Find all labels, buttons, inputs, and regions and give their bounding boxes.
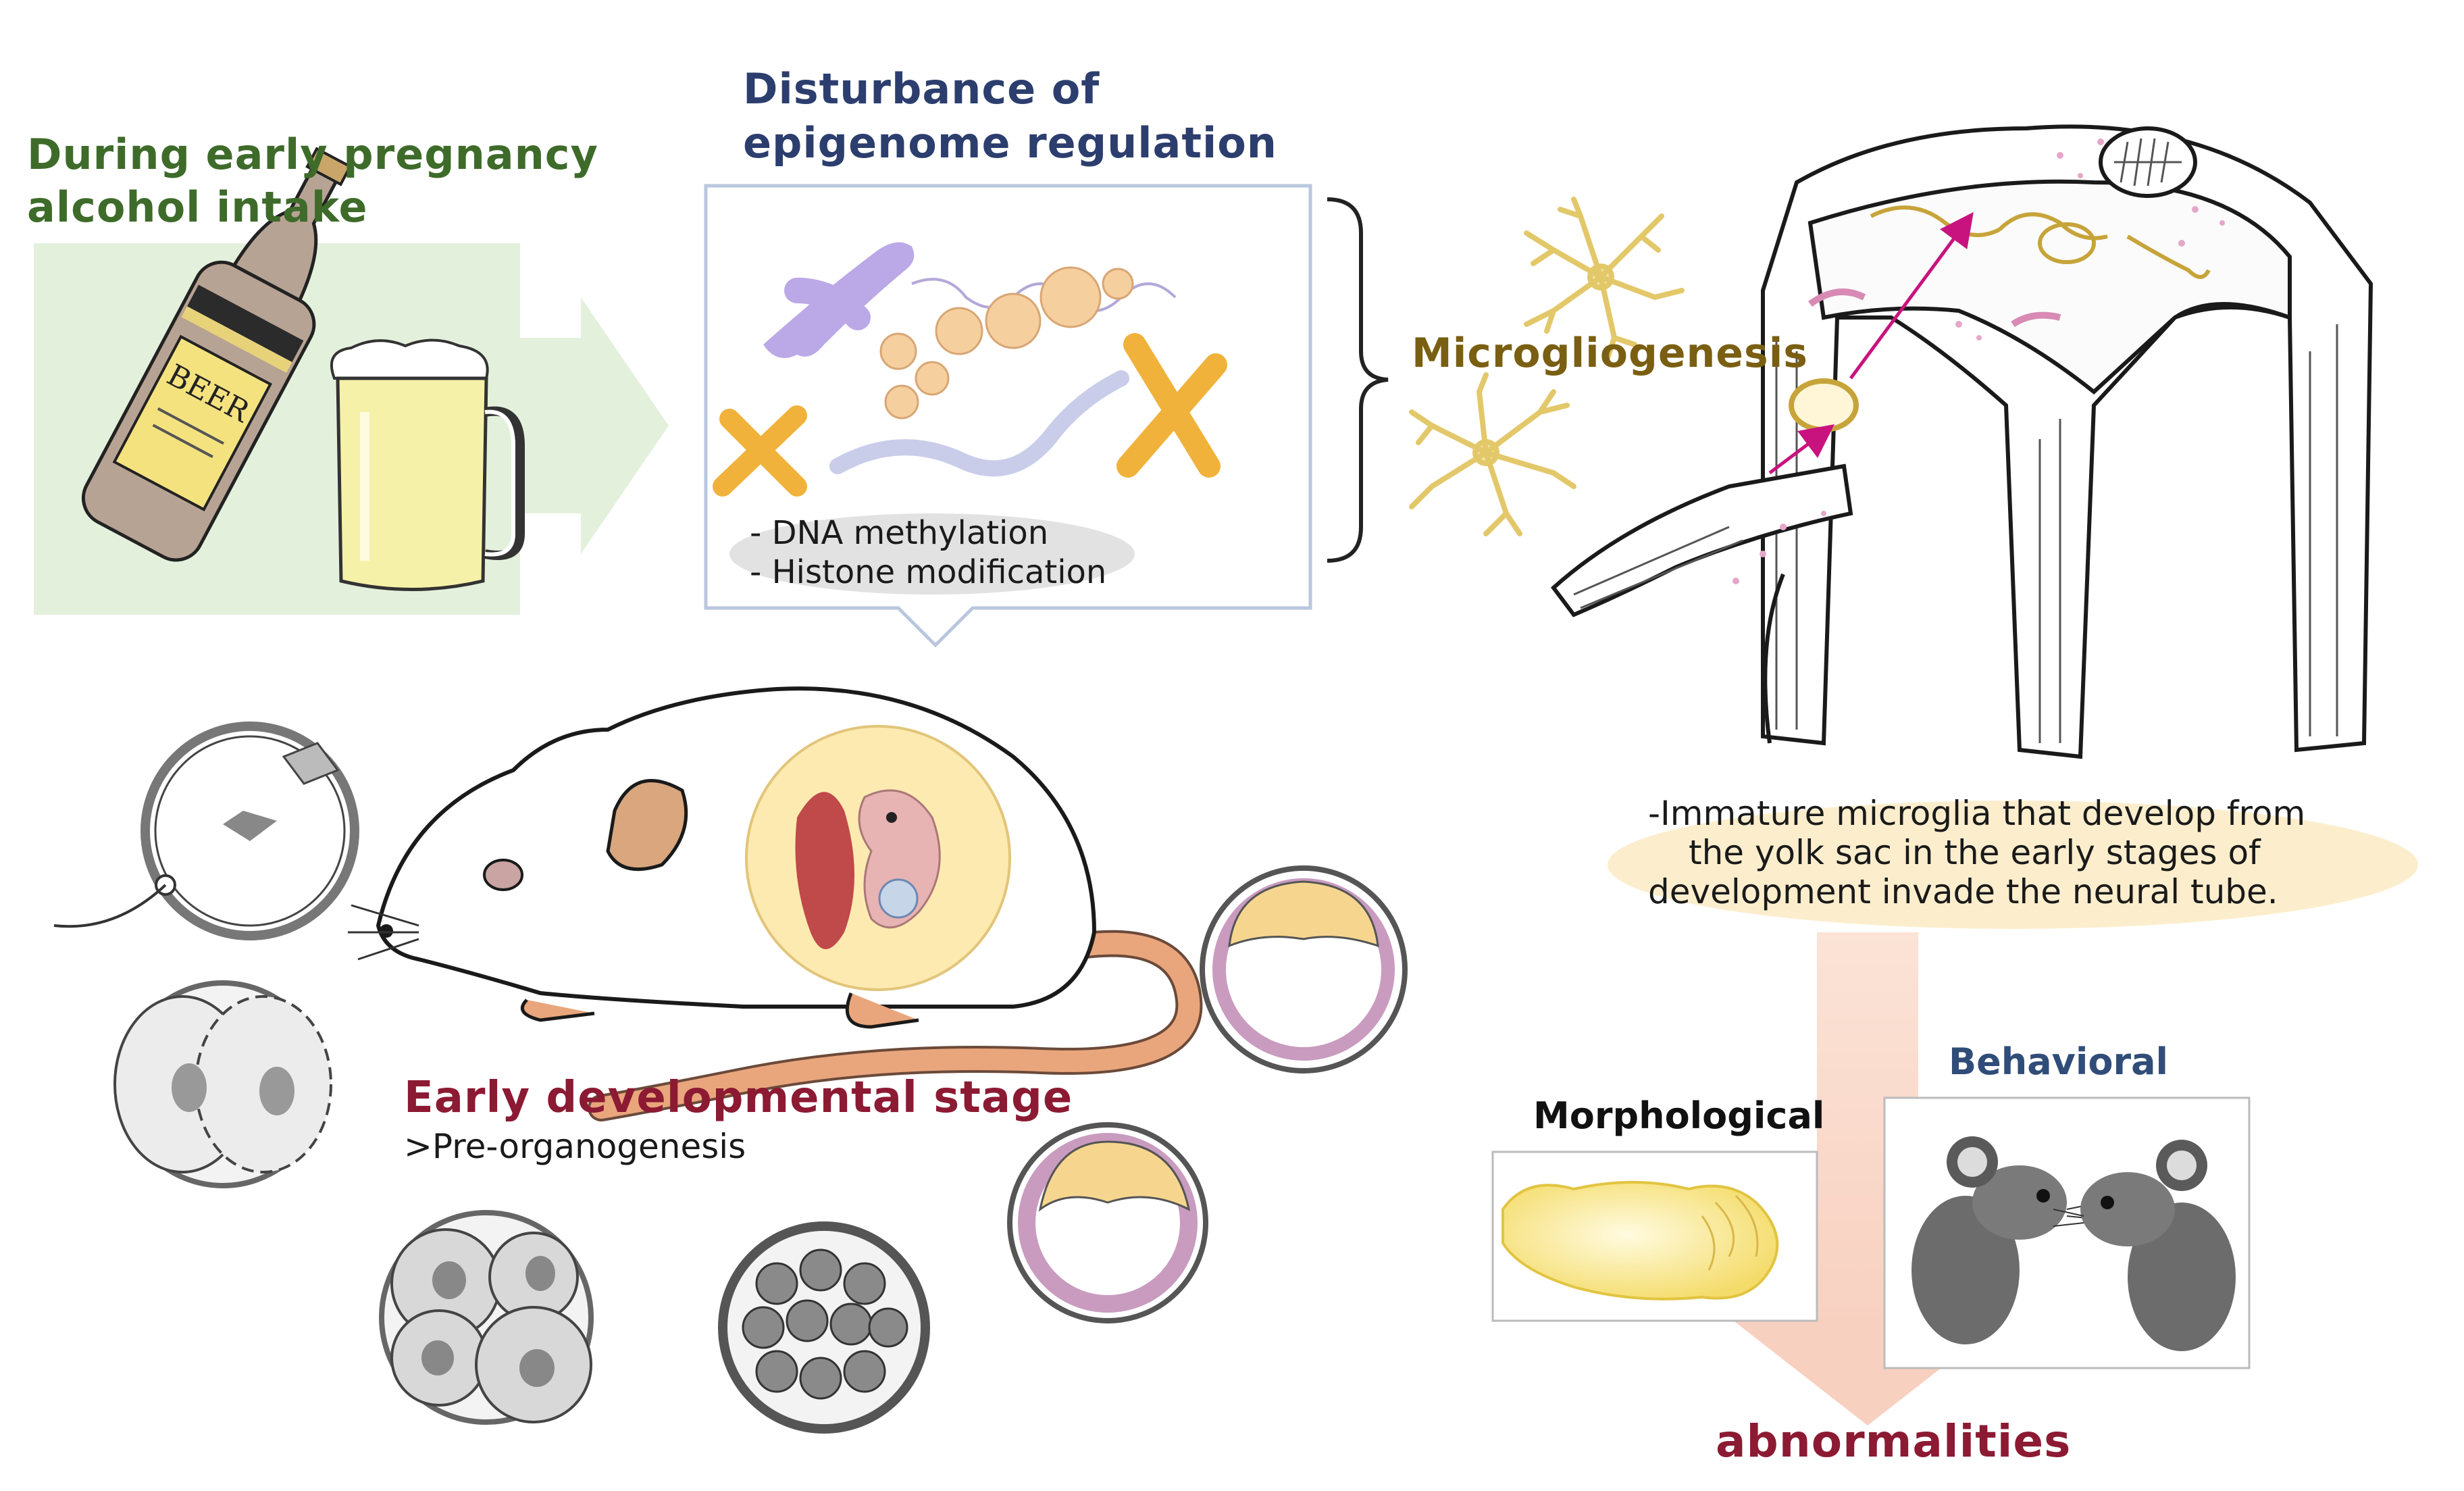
invasion-dots (1732, 138, 2225, 584)
behavioral-label: Behavioral (1949, 1040, 2169, 1083)
microglia-description: -Immature microglia that develop from th… (1648, 794, 2305, 911)
morula-stage-icon (718, 1221, 930, 1434)
blastocyst-stage-icon (1007, 1122, 1208, 1323)
development-title: Early developmental stage (404, 1073, 1073, 1123)
alcohol-title-line1: During early pregnancy (27, 130, 598, 179)
beer-mug-icon (330, 338, 525, 591)
four-cell-stage-icon (379, 1210, 594, 1425)
development-subtitle: >Pre-organogenesis (404, 1127, 746, 1166)
neural-tube-illustration (1550, 124, 2373, 759)
microglia-desc-line3: development invade the neural tube. (1648, 872, 2278, 911)
abnormalities-label: abnormalities (1716, 1415, 2072, 1467)
invasion-arrow (1768, 424, 1834, 474)
microglia-cell-icon (1524, 197, 1685, 361)
blastocyst-stage-icon (1200, 865, 1408, 1073)
beer-bottle-icon: BEER (81, 147, 353, 562)
microglia-desc-line2: the yolk sac in the early stages of (1689, 833, 2261, 872)
invasion-arrow (1849, 211, 1974, 380)
microglia-cell-icon (1409, 372, 1576, 536)
microgliogenesis-label: Microgliogenesis (1412, 330, 1808, 377)
mice-behavior-illustration (1883, 1096, 2251, 1369)
alcohol-title: During early pregnancy alcohol intake (27, 128, 598, 234)
egg-fertilization-icon (53, 722, 359, 940)
epigenome-title-line1: Disturbance of (743, 64, 1100, 113)
microglia-desc-line1: -Immature microglia that develop from (1648, 794, 2306, 833)
alcohol-title-line2: alcohol intake (27, 182, 368, 232)
microglia-highlight (1608, 801, 2418, 929)
pregnant-mouse-illustration (348, 686, 1203, 1121)
bullet-dna-methylation: - DNA methylation (750, 514, 1049, 552)
bullet-histone-modification: - Histone modification (750, 553, 1107, 591)
brain-illustration (1491, 1151, 1818, 1322)
morphological-label: Morphological (1533, 1094, 1825, 1137)
epigenome-panel (704, 184, 1312, 648)
epigenome-bullets: - DNA methylation - Histone modification (750, 513, 1106, 592)
epigenome-title: Disturbance of epigenome regulation (743, 62, 1277, 170)
epigenome-title-line2: epigenome regulation (743, 118, 1277, 168)
curly-brace (1327, 197, 1389, 563)
two-cell-stage-icon (113, 980, 332, 1188)
